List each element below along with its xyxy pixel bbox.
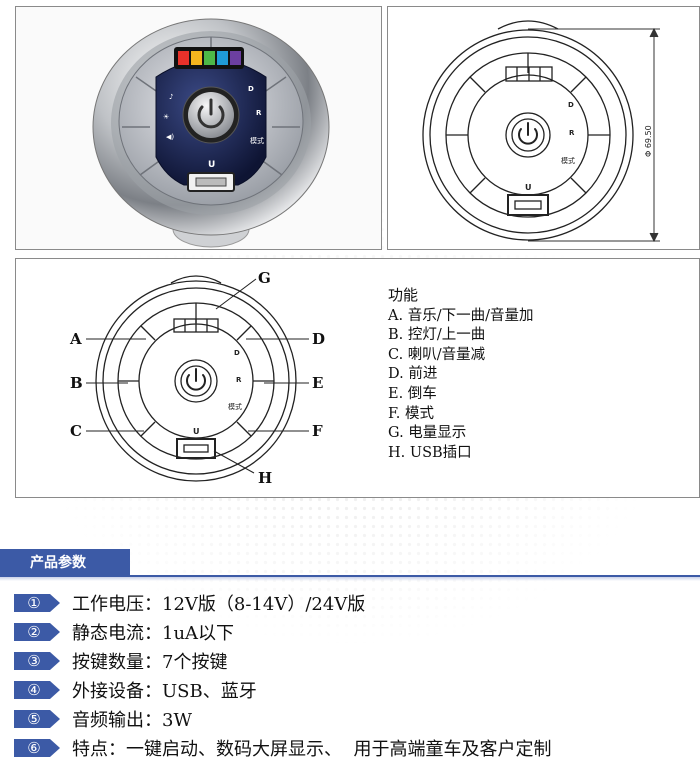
spec-row: ③ 按键数量：7个按键 — [14, 646, 551, 675]
reverse-label-dim: R — [569, 129, 575, 137]
function-diagram-panel: U D R 模式 A B C D E F G H — [15, 258, 700, 498]
forward-label-dim: D — [568, 101, 574, 109]
spec-row: ② 静态电流：1uA以下 — [14, 617, 551, 646]
spec-text: 工作电压：12V版（8-14V）/24V版 — [72, 593, 366, 615]
function-item-f: F. 模式 — [388, 405, 435, 422]
callout-g: G — [258, 269, 271, 287]
spec-row: ⑤ 音频输出：3W — [14, 704, 551, 733]
usb-label: U — [208, 160, 215, 170]
dimension-drawing: U D R 模式 Φ 69.50 — [422, 20, 660, 243]
spec-text: 静态电流：1uA以下 — [72, 622, 235, 644]
reverse-label: R — [256, 109, 262, 117]
battery-seg-4 — [217, 51, 228, 65]
spec-section-header: 产品参数 — [0, 549, 700, 581]
function-item-g: G. 电量显示 — [388, 425, 467, 442]
spec-row: ① 工作电压：12V版（8-14V）/24V版 — [14, 588, 551, 617]
power-icon — [197, 98, 225, 129]
spec-text: 外接设备：USB、蓝牙 — [72, 680, 257, 702]
light-icon: ☀ — [163, 113, 169, 121]
spec-badge: ④ — [14, 679, 62, 701]
spec-badge: ③ — [14, 650, 62, 672]
forward-label-func: D — [234, 349, 240, 357]
callout-c: C — [70, 422, 82, 440]
horn-icon: ◀) — [166, 133, 174, 141]
spec-badge: ⑤ — [14, 708, 62, 730]
mode-label-func: 模式 — [228, 402, 242, 411]
reverse-label-func: R — [236, 376, 242, 384]
spec-text: 特点：一键启动、数码大屏显示、 用于高端童车及客户定制 — [72, 738, 552, 760]
function-list-title: 功能 — [388, 286, 419, 304]
callout-b: B — [70, 374, 83, 392]
power-icon-func — [186, 368, 206, 391]
product-photo: ♪ ☀ ◀) D R 模式 U — [92, 18, 330, 248]
spec-text: 音频输出：3W — [72, 709, 192, 731]
mode-label-dim: 模式 — [561, 156, 575, 165]
power-icon-outline — [518, 122, 538, 145]
callout-e: E — [312, 374, 323, 392]
forward-label: D — [248, 85, 254, 93]
battery-seg-5 — [230, 51, 241, 65]
function-item-c: C. 喇叭/音量减 — [388, 346, 486, 363]
dimension-drawing-panel: U D R 模式 Φ 69.50 — [387, 6, 700, 250]
mode-label: 模式 — [250, 136, 264, 145]
dimension-label: Φ 69.50 — [644, 125, 653, 157]
usb-label-dim: U — [525, 183, 532, 192]
function-item-e: E. 倒车 — [388, 385, 437, 402]
usb-label-func: U — [193, 427, 200, 436]
callout-h: H — [258, 469, 272, 487]
callout-a: A — [69, 330, 82, 348]
battery-seg-2 — [191, 51, 202, 65]
function-item-h: H. USB插口 — [388, 444, 472, 461]
spec-badge: ⑥ — [14, 737, 62, 759]
spec-header-rule — [130, 575, 700, 577]
spec-section-title: 产品参数 — [0, 549, 130, 577]
music-icon: ♪ — [169, 93, 173, 101]
function-item-d: D. 前进 — [388, 366, 438, 383]
callout-d: D — [312, 330, 325, 348]
battery-seg-3 — [204, 51, 215, 65]
battery-seg-1 — [178, 51, 189, 65]
callout-f: F — [312, 422, 323, 440]
spec-row: ④ 外接设备：USB、蓝牙 — [14, 675, 551, 704]
function-list: 功能 A. 音乐/下一曲/音量加 B. 控灯/上一曲 C. 喇叭/音量减 D. … — [388, 286, 533, 463]
product-photo-panel: ♪ ☀ ◀) D R 模式 U — [15, 6, 382, 250]
spec-badge: ② — [14, 621, 62, 643]
function-item-b: B. 控灯/上一曲 — [388, 327, 486, 344]
spec-text: 按键数量：7个按键 — [72, 651, 228, 673]
spec-badge: ① — [14, 592, 62, 614]
spec-row: ⑥ 特点：一键启动、数码大屏显示、 用于高端童车及客户定制 — [14, 733, 551, 762]
function-item-a: A. 音乐/下一曲/音量加 — [388, 307, 534, 324]
spec-list: ① 工作电压：12V版（8-14V）/24V版 ② 静态电流：1uA以下 ③ 按… — [14, 588, 551, 762]
function-diagram: U D R 模式 A B C D E F G H — [69, 269, 325, 487]
